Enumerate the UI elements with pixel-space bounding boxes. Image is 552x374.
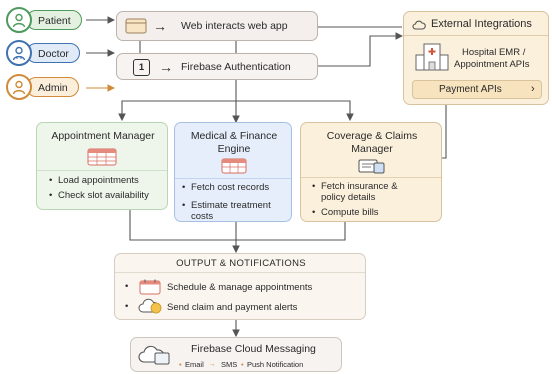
admin-label: Admin: [26, 77, 79, 97]
hospital-icon: [414, 42, 450, 77]
channel-dot: •: [241, 360, 244, 369]
bullet-dot: •: [125, 301, 129, 312]
channel-sms: SMS: [221, 360, 238, 369]
bullet-dot: •: [125, 281, 129, 292]
medical-finance-title-2: Engine: [217, 143, 251, 155]
table-icon: [221, 158, 247, 179]
modules-merge-connector: [129, 210, 346, 241]
payment-apis-label: Payment APIs: [439, 84, 502, 95]
claims-document-icon: [358, 158, 386, 179]
output-item-2: Send claim and payment alerts: [167, 302, 298, 313]
appointment-manager-title: Appointment Manager: [51, 130, 155, 142]
cloud-device-icon: [137, 342, 173, 373]
doctor-avatar-icon: [6, 40, 32, 66]
list-item: Load appointments: [49, 175, 139, 186]
coverage-claims-title-1: Coverage & Claims: [326, 130, 418, 142]
admin-avatar-icon: [6, 74, 32, 100]
arrow-icon-3: →: [208, 359, 216, 368]
coverage-claims-title-2: Manager: [351, 143, 393, 155]
medical-finance-box: Medical & Finance Engine Fetch cost reco…: [174, 122, 292, 222]
arrow-icon-2: →: [159, 59, 173, 75]
list-item: Fetch cost records: [182, 182, 269, 193]
firebase-auth-label: Firebase Authentication: [181, 61, 291, 73]
output-notifications-box: OUTPUT & NOTIFICATIONS • Schedule & mana…: [114, 253, 366, 320]
output-item-1: Schedule & manage appointments: [167, 282, 313, 293]
auth-step-badge: 1: [133, 59, 150, 76]
list-item: Check slot availability: [49, 190, 149, 201]
fcm-box: Firebase Cloud Messaging • Email → SMS •…: [130, 337, 342, 372]
admin-role[interactable]: Admin: [6, 74, 79, 100]
channel-dot: •: [179, 360, 182, 369]
appointment-manager-box: Appointment Manager Load appointments Ch…: [36, 122, 168, 210]
web-app-box[interactable]: → Web interacts web app: [116, 11, 318, 41]
browser-window-icon: [125, 18, 147, 39]
patient-label: Patient: [26, 10, 82, 30]
doctor-role[interactable]: Doctor: [6, 40, 80, 66]
doctor-label: Doctor: [26, 43, 80, 63]
external-integrations-box: External Integrations Hospital EMR / App…: [403, 11, 549, 105]
medical-finance-title-1: Medical & Finance: [190, 130, 278, 142]
channel-email: Email: [185, 360, 204, 369]
auth-external-connector: [318, 32, 404, 67]
external-coverage-connector: [442, 104, 447, 159]
hospital-line1: Hospital EMR /: [462, 47, 526, 58]
firebase-auth-box[interactable]: 1 → Firebase Authentication: [116, 53, 318, 80]
arrow-icon: →: [153, 18, 167, 34]
list-item: Estimate treatment: [182, 200, 271, 211]
fcm-title: Firebase Cloud Messaging: [191, 343, 316, 355]
coverage-claims-box: Coverage & Claims Manager Fetch insuranc…: [300, 122, 442, 222]
auth-appointment-connector: [118, 100, 236, 122]
channel-push: Push Notification: [247, 360, 304, 369]
list-item-continuation: policy details: [321, 192, 376, 203]
cloud-icon: [412, 18, 426, 36]
list-item: Compute bills: [312, 207, 378, 218]
output-title: OUTPUT & NOTIFICATIONS: [176, 258, 306, 269]
calendar-icon: [139, 279, 161, 300]
web-app-label: Web interacts web app: [181, 20, 288, 32]
chevron-right-icon: ›: [531, 83, 535, 95]
cloud-alert-icon: [137, 297, 163, 320]
patient-role[interactable]: Patient: [6, 7, 82, 33]
list-item-continuation: costs: [191, 211, 214, 222]
calendar-table-icon: [87, 148, 117, 171]
hospital-line2: Appointment APIs: [454, 59, 530, 70]
external-title: External Integrations: [431, 18, 532, 30]
auth-coverage-connector: [236, 100, 354, 122]
payment-apis-button[interactable]: Payment APIs ›: [412, 80, 542, 99]
list-item: Fetch insurance &: [312, 181, 398, 192]
patient-avatar-icon: [6, 7, 32, 33]
